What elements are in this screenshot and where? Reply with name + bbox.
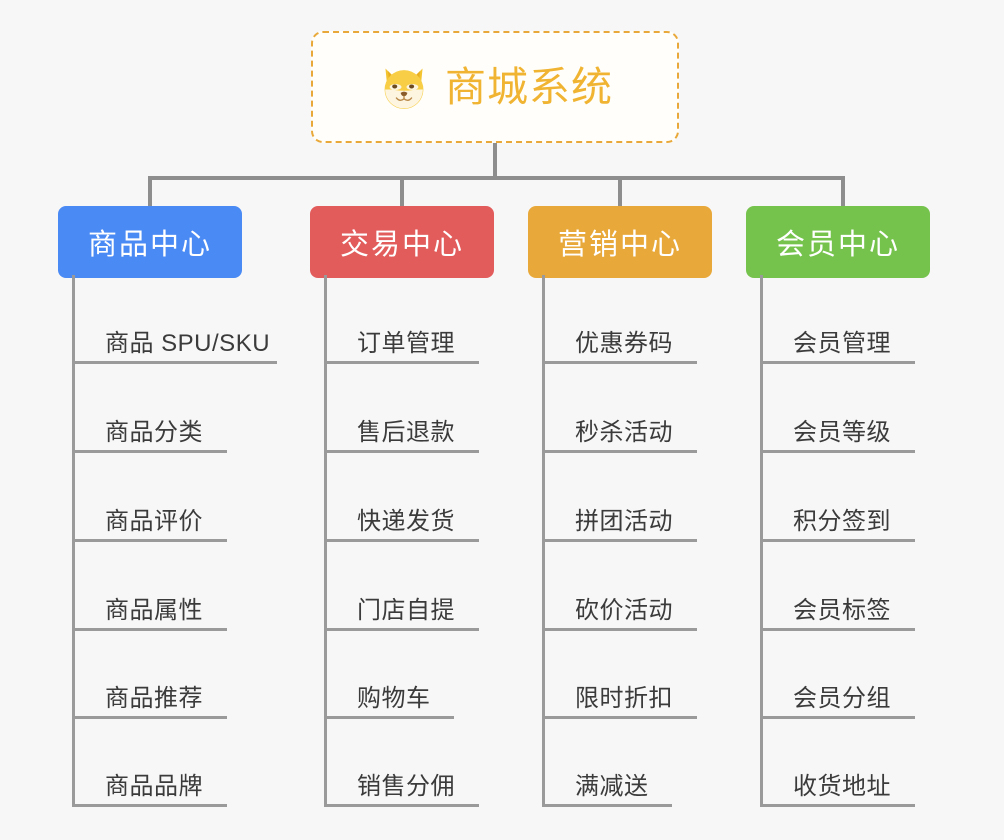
leaf-underline — [72, 716, 227, 719]
leaf-underline — [760, 450, 915, 453]
leaf-item[interactable]: 商品品牌 — [72, 718, 227, 807]
drop-connector-1 — [148, 176, 152, 207]
leaf-underline — [324, 628, 479, 631]
leaf-label: 会员管理 — [793, 330, 891, 357]
leaf-item[interactable]: 售后退款 — [324, 364, 479, 453]
leaf-label: 限时折扣 — [575, 685, 673, 712]
leaf-underline — [72, 361, 277, 364]
leaf-item[interactable]: 订单管理 — [324, 275, 479, 364]
leaf-label: 商品推荐 — [105, 685, 203, 712]
drop-connector-4 — [841, 176, 845, 207]
leaf-label: 收货地址 — [793, 773, 891, 800]
leaf-item[interactable]: 商品评价 — [72, 453, 227, 542]
leaf-label: 商品品牌 — [105, 773, 203, 800]
root-stem-connector — [493, 143, 497, 179]
leaf-item[interactable]: 收货地址 — [760, 718, 915, 807]
leaf-underline — [324, 450, 479, 453]
leaf-item[interactable]: 快递发货 — [324, 453, 479, 542]
root-title: 商城系统 — [445, 63, 613, 110]
leaf-label: 订单管理 — [357, 330, 455, 357]
leaf-item[interactable]: 积分签到 — [760, 453, 915, 542]
leaf-label: 积分签到 — [793, 508, 891, 535]
category-header-2[interactable]: 营销中心 — [528, 206, 712, 278]
leaf-item[interactable]: 商品推荐 — [72, 630, 227, 719]
leaf-item[interactable]: 门店自提 — [324, 542, 479, 631]
leaf-underline — [542, 361, 697, 364]
leaf-item[interactable]: 购物车 — [324, 630, 454, 719]
root-node[interactable]: 商城系统 — [311, 31, 679, 143]
leaf-underline — [542, 804, 672, 807]
leaf-label: 购物车 — [357, 685, 431, 712]
leaf-item[interactable]: 秒杀活动 — [542, 364, 697, 453]
leaf-label: 门店自提 — [357, 597, 455, 624]
leaf-underline — [72, 539, 227, 542]
leaf-underline — [72, 628, 227, 631]
leaf-label: 会员标签 — [793, 597, 891, 624]
leaf-label: 满减送 — [575, 773, 649, 800]
leaf-underline — [542, 628, 697, 631]
drop-connector-3 — [618, 176, 622, 207]
leaf-item[interactable]: 拼团活动 — [542, 453, 697, 542]
leaf-label: 优惠券码 — [575, 330, 673, 357]
leaf-item[interactable]: 商品 SPU/SKU — [72, 275, 277, 364]
category-header-3[interactable]: 会员中心 — [746, 206, 930, 278]
leaf-underline — [760, 804, 915, 807]
leaf-underline — [72, 804, 227, 807]
leaf-underline — [760, 628, 915, 631]
leaf-item[interactable]: 限时折扣 — [542, 630, 697, 719]
leaf-item[interactable]: 商品属性 — [72, 542, 227, 631]
leaf-label: 秒杀活动 — [575, 419, 673, 446]
leaf-underline — [760, 716, 915, 719]
leaf-underline — [760, 361, 915, 364]
leaf-underline — [542, 716, 697, 719]
leaf-label: 商品评价 — [105, 508, 203, 535]
shiba-dog-icon — [377, 60, 431, 114]
leaf-underline — [72, 450, 227, 453]
leaf-label: 商品属性 — [105, 597, 203, 624]
leaf-item[interactable]: 会员标签 — [760, 542, 915, 631]
leaf-item[interactable]: 满减送 — [542, 718, 672, 807]
leaf-underline — [324, 804, 479, 807]
leaf-item[interactable]: 销售分佣 — [324, 718, 479, 807]
leaf-item[interactable]: 优惠券码 — [542, 275, 697, 364]
leaf-underline — [760, 539, 915, 542]
category-header-0[interactable]: 商品中心 — [58, 206, 242, 278]
leaf-label: 拼团活动 — [575, 508, 673, 535]
leaf-underline — [324, 361, 479, 364]
leaf-label: 快递发货 — [357, 508, 455, 535]
leaf-label: 会员分组 — [793, 685, 891, 712]
leaf-item[interactable]: 会员等级 — [760, 364, 915, 453]
category-label: 营销中心 — [557, 229, 682, 261]
category-header-1[interactable]: 交易中心 — [310, 206, 494, 278]
category-label: 商品中心 — [87, 229, 212, 261]
leaf-item[interactable]: 商品分类 — [72, 364, 227, 453]
leaf-underline — [542, 450, 697, 453]
leaf-label: 商品分类 — [105, 419, 203, 446]
leaf-item[interactable]: 会员分组 — [760, 630, 915, 719]
category-label: 交易中心 — [339, 229, 464, 261]
leaf-item[interactable]: 砍价活动 — [542, 542, 697, 631]
drop-connector-2 — [400, 176, 404, 207]
leaf-label: 售后退款 — [357, 419, 455, 446]
leaf-underline — [324, 539, 479, 542]
leaf-label: 会员等级 — [793, 419, 891, 446]
leaf-label: 商品 SPU/SKU — [105, 330, 271, 357]
leaf-item[interactable]: 会员管理 — [760, 275, 915, 364]
horizontal-bus-connector — [148, 176, 845, 180]
leaf-label: 销售分佣 — [357, 773, 455, 800]
category-label: 会员中心 — [775, 229, 900, 261]
leaf-label: 砍价活动 — [575, 597, 673, 624]
leaf-underline — [324, 716, 454, 719]
leaf-underline — [542, 539, 697, 542]
